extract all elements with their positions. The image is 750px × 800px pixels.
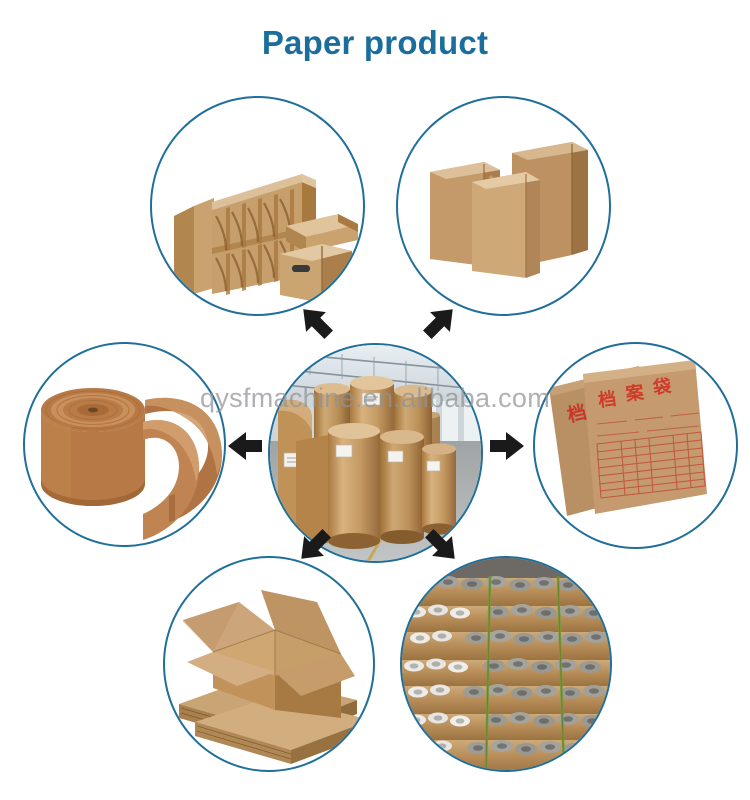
arrow-to-top-right (418, 300, 462, 344)
spoke-cardboard-dividers-boxes[interactable] (150, 96, 365, 316)
page-title: Paper product (261, 24, 489, 61)
spoke-document-envelopes[interactable]: 档 档 案 袋 (533, 342, 738, 549)
spoke-corrugated-carton-box[interactable] (163, 556, 375, 772)
paper-tubes-art (402, 558, 610, 770)
spoke-kraft-paper-bags[interactable] (396, 96, 611, 316)
svg-text:档: 档 (565, 400, 589, 427)
kraft-paper-bags-art (398, 98, 609, 314)
svg-text:案: 案 (623, 381, 646, 405)
arrow-to-left (222, 424, 266, 468)
arrow-to-top-left (294, 300, 338, 344)
svg-text:档: 档 (597, 388, 618, 412)
hub-paper-rolls-warehouse[interactable] (268, 343, 483, 563)
warehouse-rolls-art (270, 345, 481, 561)
corrugated-rolls-art (25, 344, 224, 545)
spoke-corrugated-paper-rolls[interactable] (23, 342, 226, 547)
svg-text:袋: 袋 (651, 375, 674, 399)
arrow-to-bottom-left (292, 524, 336, 568)
cardboard-dividers-art (152, 98, 363, 314)
arrow-to-right (486, 424, 530, 468)
arrow-to-bottom-right (420, 524, 464, 568)
spoke-paper-tubes[interactable] (400, 556, 612, 772)
carton-box-art (165, 558, 373, 770)
document-envelopes-art: 档 档 案 袋 (535, 344, 736, 547)
